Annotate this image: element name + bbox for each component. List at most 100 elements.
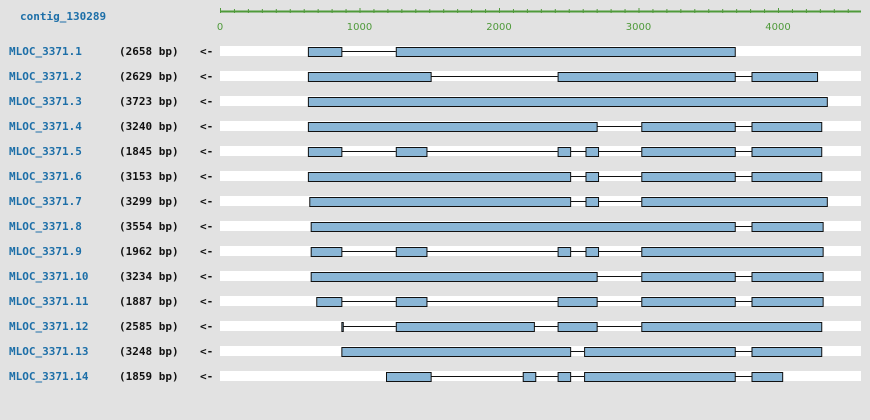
transcript-name-link[interactable]: MLOC_3371.9: [9, 245, 82, 258]
transcript-length: (3723 bp): [119, 95, 179, 108]
exon-block[interactable]: [395, 47, 736, 57]
exon-block[interactable]: [584, 347, 736, 357]
exon-block[interactable]: [585, 197, 600, 207]
gene-model-track: [220, 146, 861, 157]
exon-block[interactable]: [751, 347, 823, 357]
exon-block[interactable]: [310, 222, 736, 232]
strand-indicator: <-: [200, 295, 214, 308]
transcript-length: (2629 bp): [119, 70, 179, 83]
exon-block[interactable]: [751, 122, 823, 132]
exon-block[interactable]: [307, 97, 828, 107]
exon-block[interactable]: [316, 297, 343, 307]
exon-block[interactable]: [585, 147, 600, 157]
exon-block[interactable]: [341, 347, 572, 357]
ruler-tick-label: 4000: [765, 22, 790, 33]
exon-block[interactable]: [395, 297, 428, 307]
gene-model-track: [220, 121, 861, 132]
ruler-tick-label: 1000: [347, 22, 372, 33]
gene-model-track: [220, 321, 861, 332]
gene-model-track: [220, 196, 861, 207]
transcript-name-link[interactable]: MLOC_3371.1: [9, 45, 82, 58]
exon-block[interactable]: [641, 272, 736, 282]
exon-block[interactable]: [557, 322, 598, 332]
exon-block[interactable]: [557, 297, 598, 307]
strand-indicator: <-: [200, 220, 214, 233]
transcript-length: (1845 bp): [119, 145, 179, 158]
exon-block[interactable]: [395, 247, 428, 257]
exon-block[interactable]: [557, 247, 572, 257]
transcript-name-link[interactable]: MLOC_3371.7: [9, 195, 82, 208]
transcript-name-link[interactable]: MLOC_3371.10: [9, 270, 89, 283]
strand-indicator: <-: [200, 345, 214, 358]
exon-block[interactable]: [395, 322, 535, 332]
transcript-row: MLOC_3371.12(2585 bp)<-: [0, 320, 870, 334]
ruler-tick-label: 3000: [626, 22, 651, 33]
transcript-name-link[interactable]: MLOC_3371.3: [9, 95, 82, 108]
transcript-name-link[interactable]: MLOC_3371.13: [9, 345, 89, 358]
transcript-name-link[interactable]: MLOC_3371.5: [9, 145, 82, 158]
exon-block[interactable]: [751, 222, 824, 232]
exon-block[interactable]: [307, 147, 343, 157]
exon-block[interactable]: [751, 147, 823, 157]
strand-indicator: <-: [200, 370, 214, 383]
exon-block[interactable]: [641, 297, 736, 307]
transcript-row: MLOC_3371.10(3234 bp)<-: [0, 270, 870, 284]
transcript-name-link[interactable]: MLOC_3371.6: [9, 170, 82, 183]
exon-block[interactable]: [386, 372, 432, 382]
exon-block[interactable]: [641, 147, 736, 157]
strand-indicator: <-: [200, 320, 214, 333]
transcript-row: MLOC_3371.14 (1859 bp) <-: [0, 370, 870, 384]
strand-indicator: <-: [200, 170, 214, 183]
exon-block[interactable]: [522, 372, 537, 382]
exon-block[interactable]: [310, 247, 343, 257]
gene-model-track: [220, 221, 861, 232]
transcript-row: MLOC_3371.13(3248 bp)<-: [0, 345, 870, 359]
exon-block[interactable]: [585, 172, 600, 182]
transcript-row: MLOC_3371.7(3299 bp)<-: [0, 195, 870, 209]
exon-block[interactable]: [307, 47, 343, 57]
gene-model-track: [220, 71, 861, 82]
exon-block[interactable]: [641, 322, 823, 332]
exon-block[interactable]: [585, 247, 600, 257]
exon-block[interactable]: [310, 272, 598, 282]
exon-block[interactable]: [641, 122, 736, 132]
exon-block[interactable]: [641, 247, 824, 257]
gene-model-track: [220, 371, 861, 382]
exon-block[interactable]: [641, 197, 828, 207]
exon-block[interactable]: [307, 122, 598, 132]
gene-model-track: [220, 96, 861, 107]
exon-block[interactable]: [309, 197, 572, 207]
exon-block[interactable]: [751, 297, 824, 307]
transcript-length: (1859 bp): [119, 370, 179, 383]
exon-block[interactable]: [557, 147, 572, 157]
exon-block[interactable]: [307, 72, 432, 82]
transcript-name-link[interactable]: MLOC_3371.8: [9, 220, 82, 233]
transcript-row: MLOC_3371.5(1845 bp)<-: [0, 145, 870, 159]
transcript-name-link[interactable]: MLOC_3371.11: [9, 295, 89, 308]
transcript-name-link[interactable]: MLOC_3371.4: [9, 120, 82, 133]
transcript-row: MLOC_3371.1(2658 bp)<-: [0, 45, 870, 59]
gene-model-track: [220, 46, 861, 57]
exon-block[interactable]: [307, 172, 572, 182]
exon-block[interactable]: [584, 372, 736, 382]
gene-model-track: [220, 271, 861, 282]
strand-indicator: <-: [200, 195, 214, 208]
exon-block[interactable]: [751, 272, 824, 282]
exon-block[interactable]: [751, 172, 823, 182]
exon-block[interactable]: [341, 322, 344, 332]
ruler-tick-label: 0: [217, 22, 223, 33]
exon-block[interactable]: [557, 72, 736, 82]
transcript-name-link[interactable]: MLOC_3371.2: [9, 70, 82, 83]
transcript-row: MLOC_3371.11(1887 bp)<-: [0, 295, 870, 309]
transcript-name-link[interactable]: MLOC_3371.14: [9, 370, 89, 383]
strand-indicator: <-: [200, 120, 214, 133]
exon-block[interactable]: [641, 172, 736, 182]
transcript-row: MLOC_3371.8(3554 bp)<-: [0, 220, 870, 234]
exon-block[interactable]: [751, 72, 819, 82]
exon-block[interactable]: [751, 372, 784, 382]
exon-block[interactable]: [557, 372, 572, 382]
exon-block[interactable]: [395, 147, 428, 157]
transcript-row: MLOC_3371.2(2629 bp)<-: [0, 70, 870, 84]
strand-indicator: <-: [200, 45, 214, 58]
transcript-name-link[interactable]: MLOC_3371.12: [9, 320, 89, 333]
